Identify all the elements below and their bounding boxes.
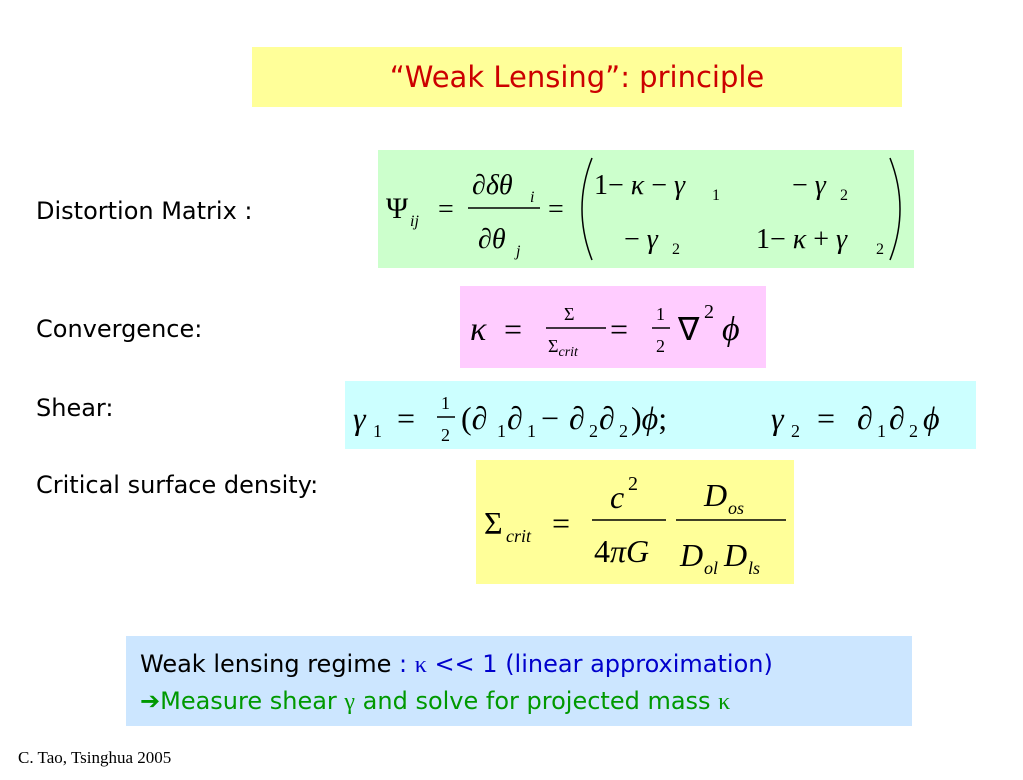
svg-text:=: = <box>817 400 835 436</box>
svg-text:∂: ∂ <box>507 400 523 436</box>
svg-text:ij: ij <box>410 213 419 230</box>
shear-formula: γ 1 = 1 2 (∂ 1 ∂ 1 − ∂ 2 ∂ 2 )ϕ; γ 2 = ∂… <box>353 393 940 445</box>
svg-text:2: 2 <box>876 241 884 258</box>
svg-text:2: 2 <box>791 421 800 441</box>
svg-text:−: − <box>541 400 559 436</box>
convergence-formula: κ = Σ Σcrit = 1 2 ∇ 2 ϕ <box>470 301 740 360</box>
note-regime-text: Weak lensing regime <box>140 650 392 678</box>
svg-text:ls: ls <box>748 558 760 578</box>
svg-text:Ψ: Ψ <box>386 192 409 225</box>
note-solve-text: and solve for projected mass <box>355 687 719 715</box>
svg-text:D: D <box>703 477 727 513</box>
svg-text:1: 1 <box>441 393 450 413</box>
svg-text:c: c <box>610 479 624 515</box>
svg-text:D: D <box>679 537 703 573</box>
svg-text:2: 2 <box>840 187 848 204</box>
svg-text:=: = <box>610 311 628 347</box>
convergence-equation: κ = Σ Σcrit = 1 2 ∇ 2 ϕ <box>460 286 766 368</box>
kappa-symbol: κ <box>414 652 427 678</box>
svg-text:=: = <box>552 505 570 541</box>
gamma-symbol: γ <box>344 689 356 715</box>
svg-text:2: 2 <box>589 421 598 441</box>
svg-text:Σ: Σ <box>484 505 503 541</box>
right-arrow-icon: ➔ <box>140 687 161 715</box>
svg-text:crit: crit <box>506 526 532 546</box>
shear-label: Shear: <box>36 394 114 422</box>
svg-text:∂: ∂ <box>889 400 905 436</box>
svg-text:(∂: (∂ <box>461 400 487 436</box>
footer-credit: C. Tao, Tsinghua 2005 <box>18 748 172 767</box>
svg-text:∂θ: ∂θ <box>478 224 506 255</box>
svg-text:∂: ∂ <box>569 400 585 436</box>
svg-text:=: = <box>504 311 522 347</box>
svg-text:− γ: − γ <box>792 170 827 201</box>
kappa-symbol-2: κ <box>718 689 731 715</box>
slide-title-text: “Weak Lensing”: principle <box>389 60 765 94</box>
svg-text:ol: ol <box>704 558 718 578</box>
slide-title: “Weak Lensing”: principle <box>252 47 902 107</box>
svg-text:γ: γ <box>771 400 785 436</box>
note-linear-approx: << 1 (linear approximation) <box>426 650 773 678</box>
svg-text:=: = <box>438 194 454 225</box>
note-line-2: ➔Measure shear γ and solve for projected… <box>140 683 898 720</box>
svg-text:4πG: 4πG <box>594 533 649 569</box>
distortion-matrix-label: Distortion Matrix : <box>36 197 253 225</box>
svg-text:γ: γ <box>353 400 367 436</box>
svg-text:)ϕ;: )ϕ; <box>631 400 667 436</box>
svg-text:1: 1 <box>656 304 665 324</box>
note-line-1: Weak lensing regime : κ << 1 (linear app… <box>140 646 898 683</box>
svg-text:D: D <box>723 537 747 573</box>
svg-text:2: 2 <box>441 425 450 445</box>
svg-text:ϕ: ϕ <box>923 400 940 436</box>
critical-density-equation: Σ crit = c 2 4πG D os D ol D ls <box>476 460 794 584</box>
svg-text:− γ: − γ <box>624 224 659 255</box>
svg-text:1: 1 <box>497 421 506 441</box>
svg-text:2: 2 <box>909 421 918 441</box>
svg-text:=: = <box>397 400 415 436</box>
svg-text:1: 1 <box>712 187 720 204</box>
svg-text:∂: ∂ <box>857 400 873 436</box>
distortion-matrix-formula: Ψ ij = ∂δθ i ∂θ j = 1− κ − γ 1 − γ 2 − γ… <box>386 157 901 261</box>
convergence-label: Convergence: <box>36 315 203 343</box>
svg-text:∇: ∇ <box>677 311 700 347</box>
note-measure-text: Measure shear <box>160 687 345 715</box>
svg-text:j: j <box>514 243 521 260</box>
critical-density-label: Critical surface density: <box>36 471 319 499</box>
svg-text:1: 1 <box>877 421 886 441</box>
svg-text:∂δθ: ∂δθ <box>472 170 513 201</box>
critical-density-formula: Σ crit = c 2 4πG D os D ol D ls <box>484 473 786 578</box>
weak-lensing-note: Weak lensing regime : κ << 1 (linear app… <box>126 636 912 726</box>
shear-equation: γ 1 = 1 2 (∂ 1 ∂ 1 − ∂ 2 ∂ 2 )ϕ; γ 2 = ∂… <box>345 381 976 449</box>
svg-text:Σ: Σ <box>564 304 574 324</box>
svg-text:2: 2 <box>704 301 714 323</box>
svg-text:os: os <box>728 498 744 518</box>
svg-text:2: 2 <box>628 473 638 495</box>
svg-text:Σcrit: Σcrit <box>548 336 579 360</box>
svg-text:1− κ − γ: 1− κ − γ <box>594 170 686 201</box>
svg-text:=: = <box>548 194 564 225</box>
svg-text:ϕ: ϕ <box>722 311 740 348</box>
distortion-matrix-equation: Ψ ij = ∂δθ i ∂θ j = 1− κ − γ 1 − γ 2 − γ… <box>378 150 914 268</box>
svg-text:∂: ∂ <box>599 400 615 436</box>
note-colon: : <box>391 650 415 678</box>
svg-text:κ: κ <box>470 311 487 348</box>
svg-text:1: 1 <box>527 421 536 441</box>
svg-text:2: 2 <box>656 336 665 356</box>
svg-text:1: 1 <box>373 421 382 441</box>
svg-text:2: 2 <box>619 421 628 441</box>
svg-text:2: 2 <box>672 241 680 258</box>
svg-text:1− κ + γ: 1− κ + γ <box>756 224 848 255</box>
svg-text:i: i <box>530 189 534 206</box>
